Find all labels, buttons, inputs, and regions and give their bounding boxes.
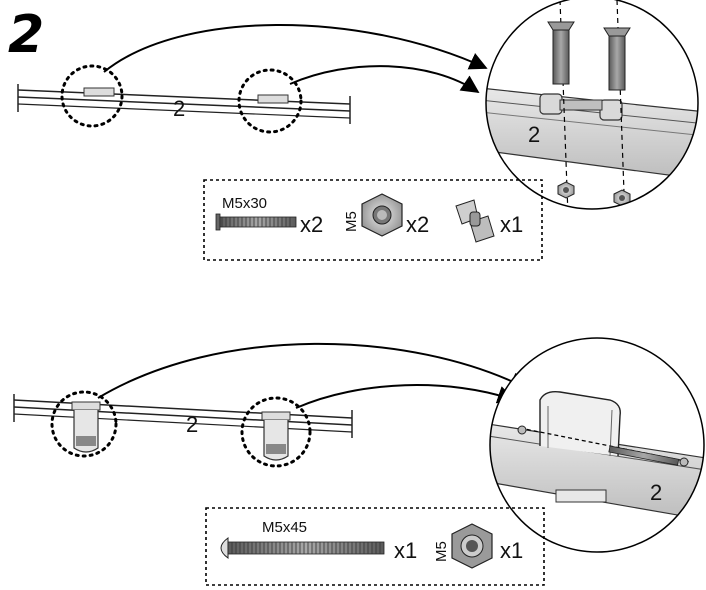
hex-nut-icon (451, 523, 493, 569)
detail-callout-bottom: 2 (489, 337, 705, 553)
part-quantity: x1 (500, 212, 523, 237)
part-name: M5 (433, 541, 450, 562)
bolt-icon (547, 21, 575, 85)
hinge-icon (455, 199, 495, 243)
callout-arrow (103, 24, 488, 73)
detail-marker-right (237, 68, 303, 134)
frame-part-label: 2 (173, 96, 185, 121)
detail-marker-left (50, 390, 118, 458)
part-quantity: x2 (406, 212, 429, 237)
parts-box-top: M5x30 x2 M5 x2 x1 (203, 179, 543, 261)
parts-box-bottom: M5x45 x1 M5 x1 (205, 507, 545, 586)
part-name: M5 (343, 211, 360, 232)
part-quantity: x2 (300, 212, 323, 237)
top-section: 2 (17, 0, 699, 261)
callout-arrow (97, 342, 528, 399)
detail-marker-right (240, 396, 312, 468)
bolt-icon (603, 27, 631, 91)
frame-rail-top (17, 84, 351, 124)
part-quantity: x1 (500, 538, 523, 563)
frame-rail-bottom (13, 394, 353, 461)
callout-part-label: 2 (528, 122, 540, 147)
bolt-icon (220, 537, 385, 559)
callout-part-label: 2 (650, 480, 662, 505)
bolt-icon (215, 213, 297, 231)
clamp-icon (71, 401, 101, 453)
part-name: M5x30 (222, 195, 267, 212)
bottom-section: 2 2 M5 (13, 337, 705, 586)
part-quantity: x1 (394, 538, 417, 563)
callout-arrow (295, 384, 516, 409)
clamp-icon (261, 411, 291, 461)
detail-callout-top: 2 (485, 0, 699, 210)
step-number: 2 (8, 5, 44, 65)
detail-marker-left (60, 64, 124, 128)
hex-nut-icon (361, 193, 403, 237)
callout-arrow (289, 65, 480, 93)
frame-part-label: 2 (186, 412, 198, 437)
part-name: M5x45 (262, 519, 307, 536)
hex-nut-icon (557, 181, 575, 199)
